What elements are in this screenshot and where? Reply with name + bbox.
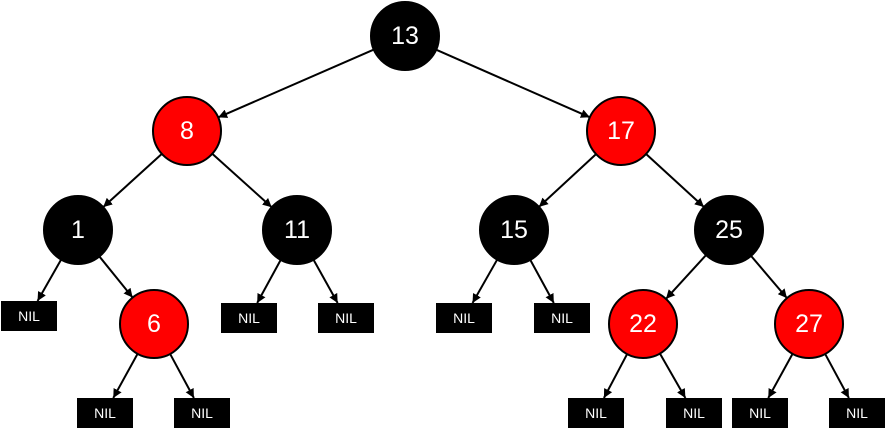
edge-n1-n6 <box>98 255 134 299</box>
edge-n11-nil2 <box>256 259 282 304</box>
edges-layer <box>36 48 850 399</box>
tree-node-8: 8 <box>152 96 222 166</box>
nil-leaf: NIL <box>174 398 230 428</box>
edge-n8-n1 <box>102 153 163 208</box>
tree-node-6: 6 <box>119 289 189 359</box>
tree-node-22: 22 <box>608 289 678 359</box>
tree-node-11: 11 <box>262 195 332 265</box>
tree-node-17: 17 <box>586 96 656 166</box>
nil-label: NIL <box>335 310 357 326</box>
nil-leaf: NIL <box>666 398 722 428</box>
nil-label: NIL <box>585 405 607 421</box>
node-label: 13 <box>391 22 419 50</box>
node-label: 27 <box>795 310 823 338</box>
tree-node-25: 25 <box>694 195 764 265</box>
nil-leaf: NIL <box>732 398 788 428</box>
nil-box <box>221 303 277 333</box>
nil-leaf: NIL <box>436 303 492 333</box>
node-circle <box>262 195 332 265</box>
edge-n6-nil6 <box>112 353 139 399</box>
edge-n11-nil3 <box>312 259 339 304</box>
tree-node-13: 13 <box>370 1 440 71</box>
nil-label: NIL <box>749 405 771 421</box>
nil-leaf: NIL <box>221 303 277 333</box>
node-circle <box>608 289 678 359</box>
nil-leaf: NIL <box>318 303 374 333</box>
nil-box <box>318 303 374 333</box>
node-circle <box>370 1 440 71</box>
nil-leaf: NIL <box>829 398 885 428</box>
edge-n15-nil5 <box>529 259 555 304</box>
node-label: 6 <box>147 310 161 338</box>
nil-leaf: NIL <box>1 301 57 331</box>
nil-label: NIL <box>551 310 573 326</box>
node-label: 22 <box>629 310 657 338</box>
tree-node-27: 27 <box>774 289 844 359</box>
node-circle <box>119 289 189 359</box>
edge-n22-nil8 <box>603 353 629 399</box>
edge-n1-nil1 <box>36 259 63 302</box>
node-circle <box>152 96 222 166</box>
tree-node-15: 15 <box>479 195 549 265</box>
nil-leaf: NIL <box>77 398 133 428</box>
edge-n27-nil10 <box>767 353 794 399</box>
node-circle <box>586 96 656 166</box>
node-circle <box>479 195 549 265</box>
nil-box <box>829 398 885 428</box>
edge-n13-n8 <box>217 48 375 119</box>
nil-box <box>1 301 57 331</box>
nil-box <box>77 398 133 428</box>
node-label: 1 <box>71 216 85 244</box>
nil-box <box>732 398 788 428</box>
edge-n13-n17 <box>435 48 591 119</box>
edge-n15-nil4 <box>471 259 499 304</box>
edge-n22-nil9 <box>659 353 687 399</box>
nil-label: NIL <box>238 310 260 326</box>
edge-n6-nil7 <box>169 353 195 399</box>
node-label: 15 <box>500 216 528 244</box>
edge-n27-nil11 <box>824 353 850 399</box>
nil-label: NIL <box>846 405 868 421</box>
node-label: 11 <box>284 216 310 244</box>
nil-box <box>174 398 230 428</box>
nil-box <box>436 303 492 333</box>
node-label: 17 <box>607 117 635 145</box>
nil-box <box>534 303 590 333</box>
node-circle <box>774 289 844 359</box>
node-circle <box>694 195 764 265</box>
edge-n8-n11 <box>211 153 273 208</box>
nil-box <box>666 398 722 428</box>
nil-label: NIL <box>453 310 475 326</box>
edge-n25-n22 <box>665 254 707 300</box>
nil-label: NIL <box>191 405 213 421</box>
edge-n25-n27 <box>750 255 788 299</box>
tree-node-1: 1 <box>43 195 113 265</box>
node-label: 8 <box>180 117 194 145</box>
node-circle <box>43 195 113 265</box>
node-label: 25 <box>715 216 743 244</box>
nil-box <box>568 398 624 428</box>
nil-label: NIL <box>18 308 40 324</box>
edge-n17-n25 <box>645 153 705 208</box>
nil-label: NIL <box>683 405 705 421</box>
nil-label: NIL <box>94 405 116 421</box>
nil-leaf: NIL <box>534 303 590 333</box>
nil-leaf: NIL <box>568 398 624 428</box>
edge-n17-n15 <box>538 153 597 208</box>
